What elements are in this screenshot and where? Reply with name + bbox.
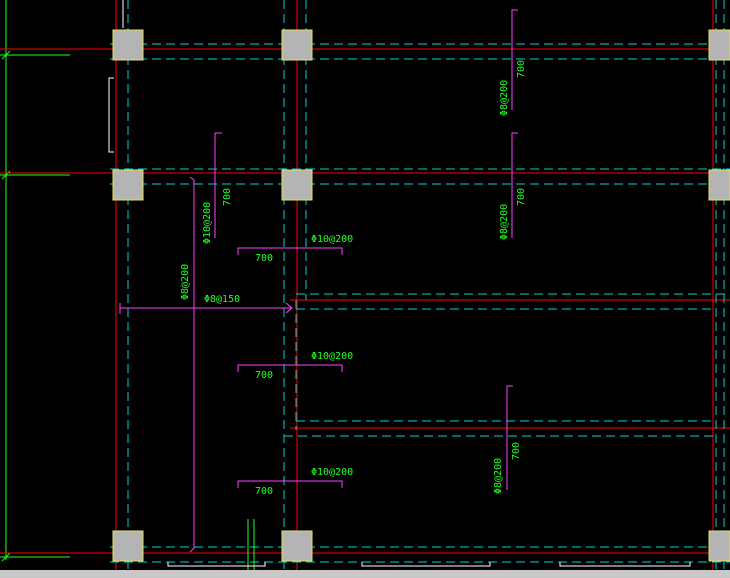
status-bar <box>0 570 730 578</box>
rebar-length: 700 <box>255 370 273 381</box>
rebar-label: Φ10@200 <box>311 351 353 362</box>
rebar-label: Φ8@150 <box>204 294 240 305</box>
rebar-label: Φ8@200 <box>180 264 191 300</box>
column <box>112 169 144 201</box>
rebar-labels: Φ8@200 700 Φ8@200 700 Φ10@200 700 Φ10@20… <box>180 60 527 497</box>
wall-stub <box>108 0 124 153</box>
column <box>112 29 144 61</box>
columns <box>112 29 730 562</box>
rebar-label: Φ10@200 <box>311 467 353 478</box>
column <box>281 169 313 201</box>
column <box>708 29 730 61</box>
rebar-label: Φ10@200 <box>202 202 213 244</box>
rebar-length: 700 <box>511 442 522 460</box>
rebar-label: Φ8@200 <box>493 458 504 494</box>
rebar-length: 700 <box>255 486 273 497</box>
section-markers <box>247 519 255 570</box>
column <box>281 29 313 61</box>
rebar-label: Φ10@200 <box>311 234 353 245</box>
rebar-length: 700 <box>516 188 527 206</box>
column <box>281 530 313 562</box>
beam-edges <box>110 0 730 570</box>
rebar-length: 700 <box>516 60 527 78</box>
rebar-label: Φ8@200 <box>499 80 510 116</box>
rebar-length: 700 <box>255 253 273 264</box>
rebar-marks <box>119 9 518 553</box>
rebar-label: Φ8@200 <box>499 204 510 240</box>
column <box>708 530 730 562</box>
rebar-length: 700 <box>222 188 233 206</box>
column <box>708 169 730 201</box>
dimension-lines <box>0 0 70 562</box>
bottom-outline <box>167 562 691 567</box>
column <box>112 530 144 562</box>
